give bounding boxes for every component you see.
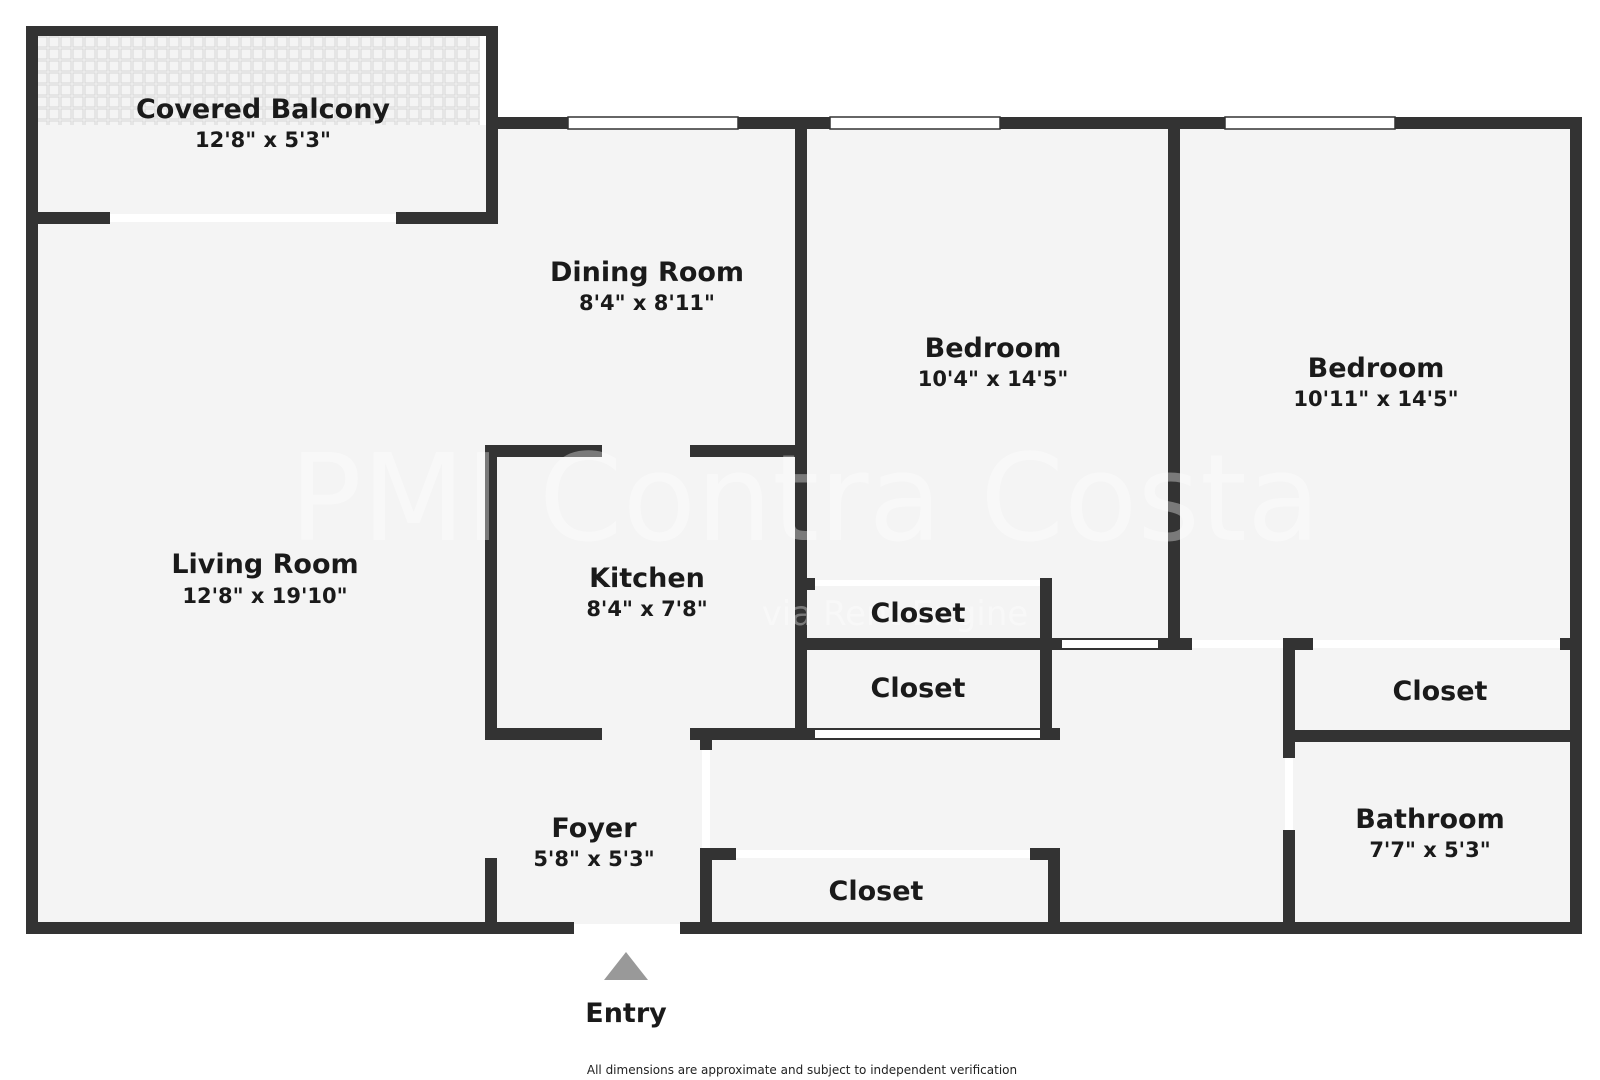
watermark: PMI Contra Costa via Rent Engine: [289, 430, 1320, 634]
closet-middle: Closet: [871, 673, 966, 704]
bedroom1-dims: 10'4" x 14'5": [918, 367, 1069, 391]
footnote: All dimensions are approximate and subje…: [587, 1063, 1017, 1077]
window-bedroom1: [829, 116, 1001, 130]
entry-door: [574, 924, 680, 932]
bedroom1-name: Bedroom: [925, 333, 1062, 364]
room-labels: Covered Balcony 12'8" x 5'3" Dining Room…: [136, 94, 1505, 907]
entry-marker: Entry: [585, 952, 667, 1029]
floors: [38, 34, 1578, 930]
closet-bedroom1: Closet: [871, 598, 966, 629]
closet-bedroom2: Closet: [1393, 676, 1488, 707]
watermark-subtitle: via Rent Engine: [762, 594, 1028, 634]
balcony-name: Covered Balcony: [136, 94, 390, 125]
watermark-title: PMI Contra Costa: [289, 430, 1320, 569]
bathroom-dims: 7'7" x 5'3": [1369, 838, 1490, 862]
balcony-slider: [110, 214, 396, 222]
living-dims: 12'8" x 19'10": [182, 584, 347, 608]
foyer-name: Foyer: [551, 813, 637, 844]
bathroom-name: Bathroom: [1355, 804, 1504, 835]
bedroom2-dims: 10'11" x 14'5": [1293, 387, 1458, 411]
openings: [110, 214, 1560, 932]
closet-bottom: Closet: [829, 876, 924, 907]
kitchen-dims: 8'4" x 7'8": [586, 597, 707, 621]
entry-arrow-icon: [604, 952, 648, 980]
dining-name: Dining Room: [550, 257, 744, 288]
window-bedroom2: [1224, 116, 1396, 130]
bedroom2-name: Bedroom: [1308, 353, 1445, 384]
dining-dims: 8'4" x 8'11": [579, 291, 715, 315]
entry-label: Entry: [585, 998, 667, 1029]
foyer-dims: 5'8" x 5'3": [533, 847, 654, 871]
balcony-dims: 12'8" x 5'3": [195, 128, 331, 152]
window-dining: [567, 116, 739, 130]
kitchen-name: Kitchen: [589, 563, 705, 594]
windows: [567, 116, 1396, 130]
living-name: Living Room: [171, 549, 358, 580]
